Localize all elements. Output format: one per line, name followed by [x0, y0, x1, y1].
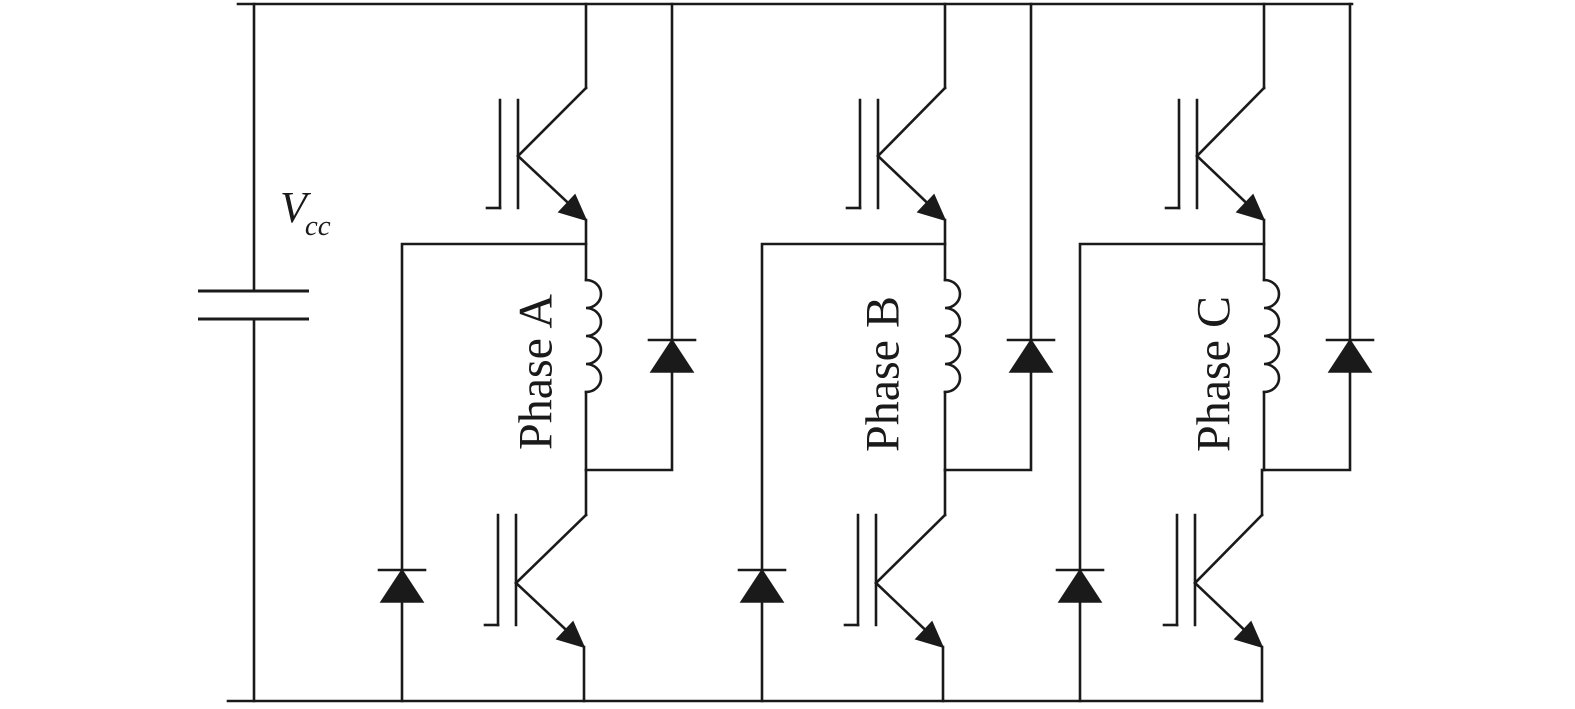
upper-freewheel-diode-phase-b [1006, 338, 1056, 373]
lower-freewheel-diode-phase-a [377, 568, 427, 703]
phase-b-leg: Phase B [737, 2, 1056, 703]
phase-b-label: Phase B [857, 296, 910, 452]
lower-igbt-phase-a [483, 468, 588, 703]
phase-b-winding [943, 278, 962, 472]
upper-freewheel-diode-phase-c [1325, 338, 1375, 373]
upper-igbt-phase-c [1164, 2, 1266, 282]
phase-c-leg: Phase C [1055, 2, 1375, 703]
upper-igbt-phase-a [485, 2, 588, 282]
phase-c-winding [1262, 278, 1281, 472]
phase-a-leg: Phase A [377, 2, 697, 703]
supply-voltage-label: Vcc [280, 183, 331, 242]
phase-a-label: Phase A [510, 294, 563, 450]
lower-freewheel-diode-phase-b [737, 568, 787, 703]
phase-a-winding [584, 278, 603, 472]
phase-c-label: Phase C [1188, 296, 1241, 452]
lower-freewheel-diode-phase-c [1055, 568, 1105, 703]
lower-igbt-phase-b [843, 468, 947, 703]
upper-freewheel-diode-phase-a [647, 338, 697, 373]
dc-link-capacitor [198, 2, 309, 703]
upper-igbt-phase-b [845, 2, 947, 282]
lower-igbt-phase-c [1162, 468, 1264, 703]
